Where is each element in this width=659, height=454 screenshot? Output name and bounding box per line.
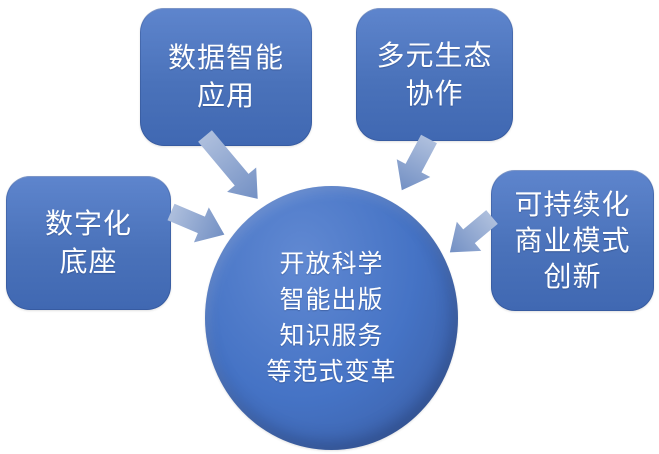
node-label-line: 底座 [59, 246, 118, 277]
center-label-line: 知识服务 [279, 322, 384, 350]
node-label-line: 应用 [196, 80, 255, 111]
node-label-line: 创新 [543, 260, 602, 292]
center-label-line: 智能出版 [279, 286, 384, 314]
node-label-line: 数据智能 [167, 42, 284, 73]
node-label-line: 数字化 [44, 208, 132, 239]
node-data-intelligence-application: 数据智能 应用 [140, 8, 312, 146]
arrow-digital-foundation-to-center [167, 203, 225, 243]
node-digital-foundation: 数字化 底座 [6, 176, 171, 310]
node-label-line: 多元生态 [376, 39, 493, 71]
node-label-line: 可持续化 [514, 188, 631, 220]
node-label-line: 商业模式 [514, 224, 631, 256]
node-label-line: 协作 [405, 77, 464, 109]
center-circle: 开放科学 智能出版 知识服务 等范式变革 [205, 186, 458, 450]
node-multi-ecosystem-collaboration: 多元生态 协作 [356, 8, 513, 141]
center-label-line: 等范式变革 [266, 358, 397, 386]
center-label-line: 开放科学 [279, 250, 384, 278]
node-sustainable-business-model-innovation: 可持续化 商业模式 创新 [491, 170, 654, 311]
